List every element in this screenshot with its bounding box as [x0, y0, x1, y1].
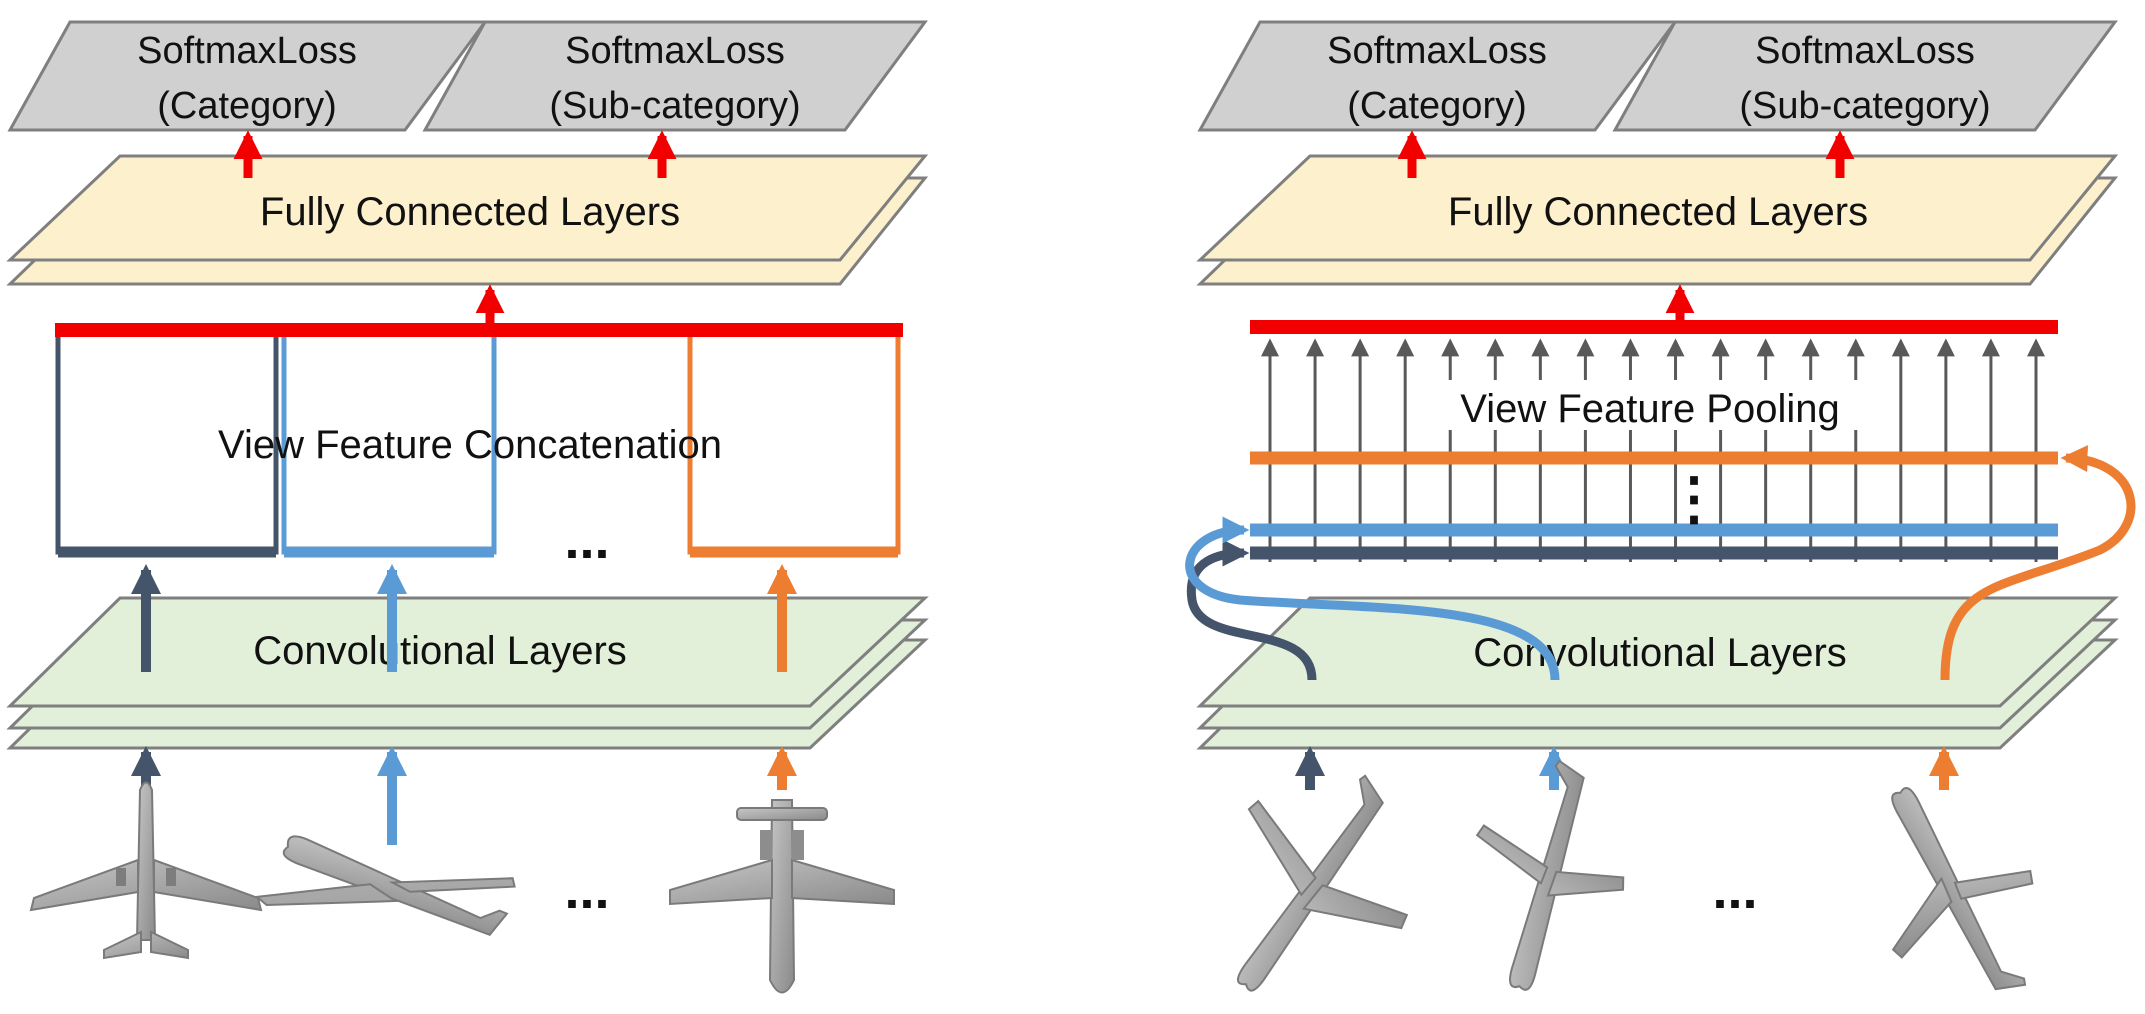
airplane-view-top	[29, 781, 263, 960]
airplane-view-side	[254, 835, 516, 936]
view1-conv-to-feature-arrow	[1186, 539, 1317, 681]
softmax-subcategory-line2: (Sub-category)	[549, 85, 800, 127]
right-panel: SoftmaxLoss (Category) SoftmaxLoss (Sub-…	[1185, 20, 2136, 992]
viewN-conv-to-feature-arrow	[1940, 445, 2136, 681]
pooling-label-backdrop	[1425, 380, 1885, 430]
fusion-label: View Feature Pooling	[1460, 387, 1840, 431]
fusion-label: View Feature Concatenation	[218, 423, 722, 467]
features-vertical-ellipsis: ⋮	[1665, 466, 1723, 531]
airplane-view-tilted-1	[1236, 774, 1409, 992]
softmax-subcategory-line1: SoftmaxLoss	[1755, 30, 1975, 72]
convolutional-layers: Convolutional Layers	[1196, 596, 2119, 750]
airplane-view-tilted-2	[1475, 759, 1625, 991]
softmax-category-line1: SoftmaxLoss	[137, 30, 357, 72]
convolutional-layers: Convolutional Layers	[6, 596, 929, 750]
airplane-view-bottom	[669, 799, 895, 994]
fully-connected-layers: Fully Connected Layers	[1196, 154, 2119, 286]
fc-label: Fully Connected Layers	[260, 190, 680, 234]
features-ellipsis: ...	[564, 510, 609, 570]
views-ellipsis: ...	[1712, 860, 1757, 920]
conv-label: Convolutional Layers	[253, 629, 627, 673]
softmax-subcategory-line2: (Sub-category)	[1739, 85, 1990, 127]
fully-connected-layers: Fully Connected Layers	[6, 154, 929, 286]
view2-conv-to-feature-arrow	[1185, 516, 1560, 681]
softmax-loss-category-box: SoftmaxLoss (Category)	[1197, 20, 1678, 132]
softmax-category-line2: (Category)	[157, 85, 337, 127]
fc-label: Fully Connected Layers	[1448, 190, 1868, 234]
left-panel: SoftmaxLoss (Category) SoftmaxLoss (Sub-…	[6, 20, 929, 994]
softmax-loss-category-box: SoftmaxLoss (Category)	[7, 20, 488, 132]
views-ellipsis: ...	[564, 860, 609, 920]
softmax-category-line1: SoftmaxLoss	[1327, 30, 1547, 72]
airplane-view-tilted-3	[1891, 787, 2034, 991]
softmax-subcategory-line1: SoftmaxLoss	[565, 30, 785, 72]
softmax-loss-subcategory-box: SoftmaxLoss (Sub-category)	[1612, 20, 2118, 132]
softmax-category-line2: (Category)	[1347, 85, 1527, 127]
softmax-loss-subcategory-box: SoftmaxLoss (Sub-category)	[422, 20, 928, 132]
